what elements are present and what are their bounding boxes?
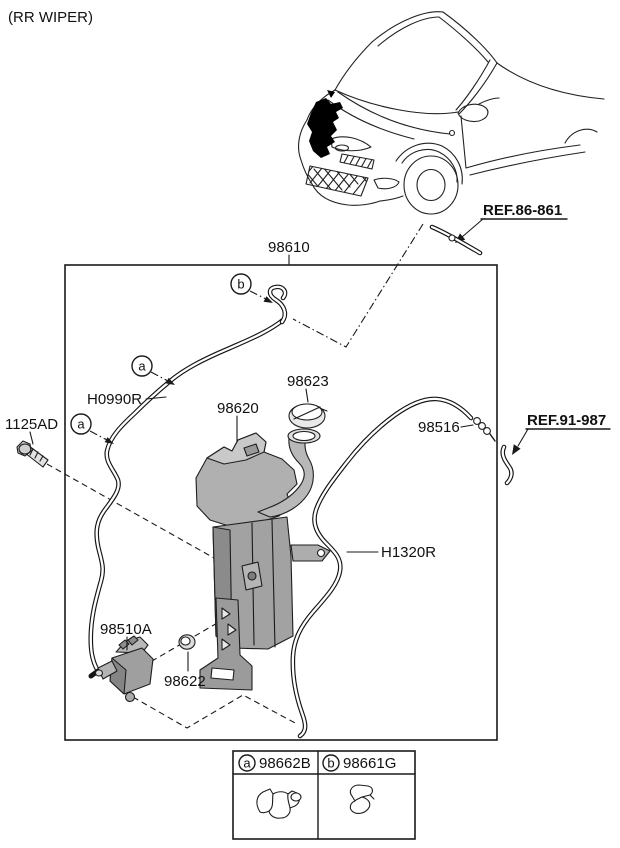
svg-text:b: b bbox=[237, 277, 244, 292]
svg-text:a: a bbox=[77, 417, 85, 432]
headlight bbox=[330, 136, 372, 152]
brand-emblem bbox=[334, 144, 350, 152]
rear-washer-hose-rear-section bbox=[290, 396, 474, 739]
part-label-hose-rear: H1320R bbox=[381, 544, 436, 561]
reservoir-location-highlight bbox=[307, 98, 343, 158]
body-hose-stub bbox=[500, 444, 514, 486]
svg-text:a: a bbox=[138, 359, 146, 374]
part-labels: H0990R 98620 98623 98516 H1320R 1125AD 9… bbox=[5, 373, 474, 690]
part-label-pump: 98510A bbox=[100, 621, 152, 638]
part-label-hose-assembly: 98610 bbox=[268, 239, 310, 256]
ref-cowl-trim[interactable]: REF.86-861 bbox=[429, 202, 568, 256]
diagram-frame bbox=[64, 264, 498, 741]
clip-b-icon bbox=[349, 784, 375, 814]
legend-item-b: b 98661G bbox=[322, 754, 396, 814]
hose-connector bbox=[473, 417, 496, 442]
part-label-bolt: 1125AD bbox=[5, 416, 58, 433]
part-label-connector: 98516 bbox=[418, 419, 460, 436]
svg-text:b: b bbox=[327, 756, 334, 771]
svg-text:a: a bbox=[243, 756, 251, 771]
front-wheel bbox=[403, 155, 459, 215]
callout-a-2: a bbox=[70, 413, 114, 444]
ref-body-wiring[interactable]: REF.91-987 bbox=[500, 412, 611, 486]
clip-a-icon bbox=[256, 788, 302, 819]
car-illustration bbox=[298, 11, 605, 215]
ref-label-body[interactable]: REF.91-987 bbox=[527, 412, 606, 429]
ref-label-cowl[interactable]: REF.86-861 bbox=[483, 202, 562, 219]
side-mirror bbox=[457, 103, 489, 123]
lower-grille bbox=[305, 165, 369, 197]
washer-reservoir bbox=[195, 428, 331, 691]
part-label-hose-front: H0990R bbox=[87, 391, 142, 408]
upper-grille bbox=[339, 153, 375, 170]
cowl-hose-stub bbox=[429, 224, 483, 256]
hose-hook-end bbox=[267, 284, 288, 325]
reservoir-side-bracket bbox=[290, 544, 331, 562]
part-label-grommet: 98622 bbox=[164, 673, 206, 690]
filler-neck bbox=[257, 437, 314, 518]
callout-a-1: a bbox=[131, 355, 175, 385]
rear-wheel-arch bbox=[564, 128, 598, 144]
mounting-bolt bbox=[16, 440, 49, 468]
legend-part-a: 98662B bbox=[259, 755, 311, 772]
pump-assembly-line bbox=[151, 607, 244, 662]
part-label-reservoir: 98620 bbox=[217, 400, 259, 417]
legend-part-b: 98661G bbox=[343, 755, 396, 772]
reservoir-cap bbox=[288, 403, 328, 429]
pump-grommet bbox=[178, 634, 196, 650]
legend-item-a: a 98662B bbox=[238, 754, 311, 819]
legend-table: a 98662B b 98661G bbox=[232, 750, 416, 840]
locator-leader-line bbox=[292, 223, 424, 348]
washer-pump bbox=[94, 635, 154, 703]
callout-b: b bbox=[230, 273, 273, 303]
page-title: (RR WIPER) bbox=[8, 9, 93, 26]
fog-lamp bbox=[373, 177, 400, 190]
hose-assembly-line bbox=[132, 694, 298, 729]
bolt-assembly-line bbox=[46, 463, 247, 577]
part-label-cap: 98623 bbox=[287, 373, 329, 390]
